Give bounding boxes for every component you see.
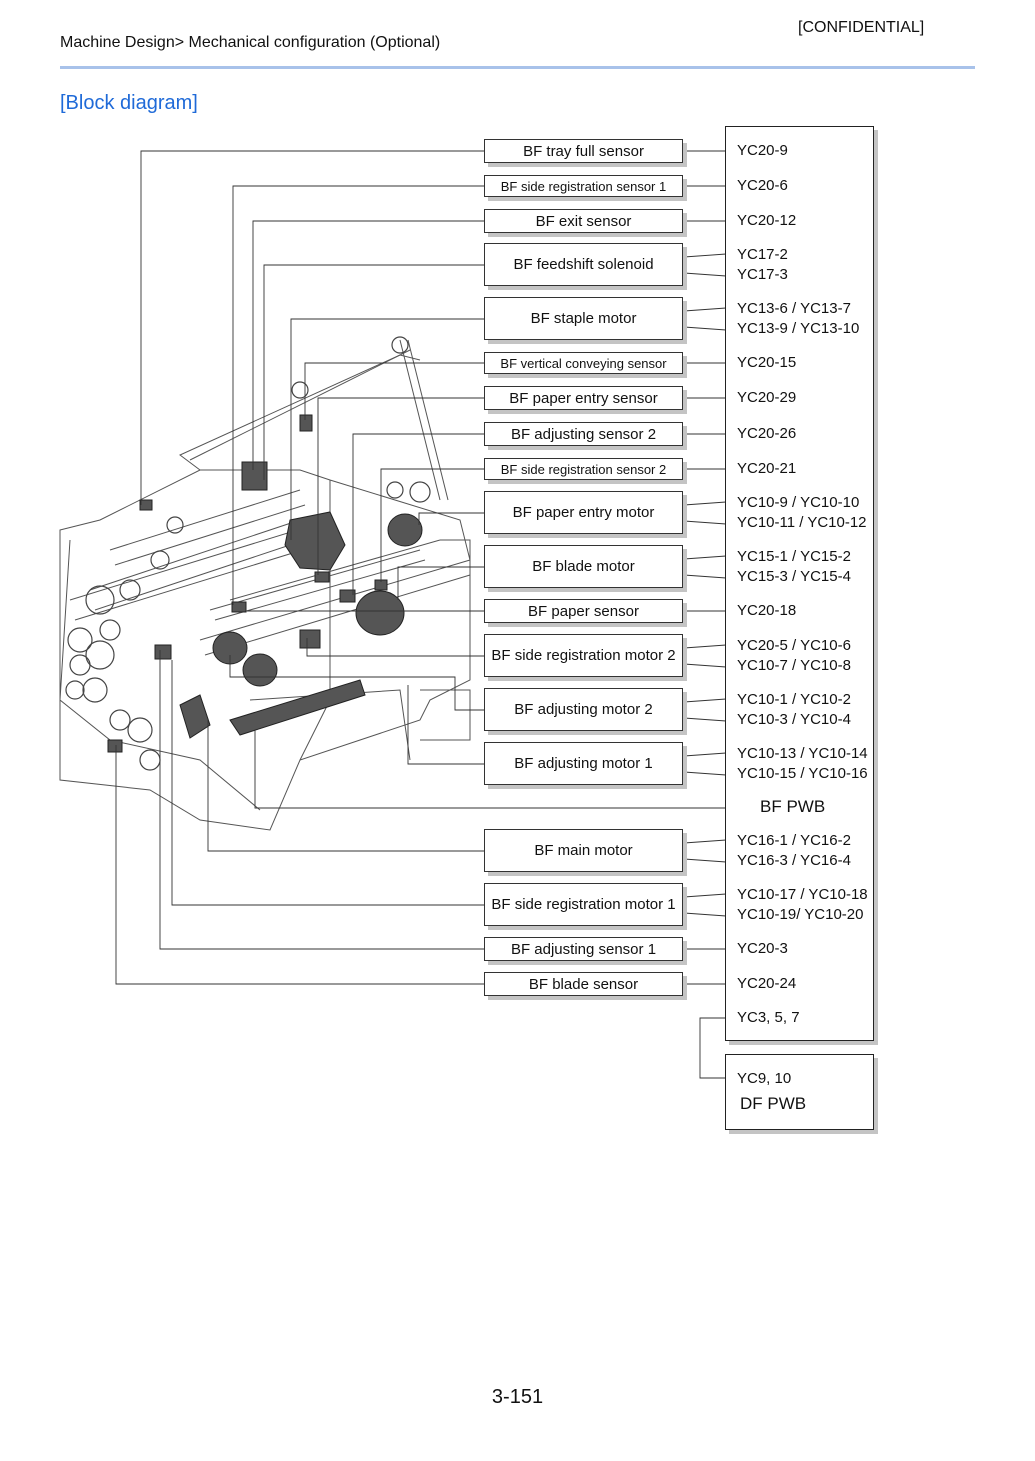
bf-pwb-board [725, 126, 874, 1041]
connector-yc20-3: YC20-3 [737, 940, 788, 957]
connector-yc20-5: YC20-5 / YC10-6 [737, 637, 851, 654]
header-divider [60, 66, 975, 69]
bf-pwb-label: BF PWB [760, 797, 826, 816]
connector-yc10-1: YC10-1 / YC10-2 [737, 691, 851, 708]
label-bf-main-motor: BF main motor [484, 829, 683, 872]
connector-yc10-19: YC10-19/ YC10-20 [737, 906, 864, 923]
df-pwb-board [725, 1054, 874, 1130]
label-bf-staple-motor: BF staple motor [484, 297, 683, 340]
connector-yc10-15: YC10-15 / YC10-16 [737, 765, 868, 782]
connector-yc10-17: YC10-17 / YC10-18 [737, 886, 868, 903]
connector-yc10-11: YC10-11 / YC10-12 [737, 514, 867, 531]
label-bf-paper-sensor: BF paper sensor [484, 599, 683, 623]
connector-yc15-3: YC15-3 / YC15-4 [737, 568, 851, 585]
label-bf-paper-entry-motor: BF paper entry motor [484, 491, 683, 534]
page-number: 3-151 [491, 1386, 544, 1408]
connector-yc20-15: YC20-15 [737, 354, 797, 371]
connector-yc16-1: YC16-1 / YC16-2 [737, 832, 851, 849]
connector-yc10-7: YC10-7 / YC10-8 [737, 657, 851, 674]
df-pwb-label: DF PWB [740, 1094, 807, 1113]
label-bf-tray-full-sensor: BF tray full sensor [484, 139, 683, 163]
connector-yc17-2: YC17-2 [737, 246, 788, 263]
connector-yc20-18: YC20-18 [737, 602, 797, 619]
connector-yc20-24: YC20-24 [737, 975, 797, 992]
label-bf-exit-sensor: BF exit sensor [484, 209, 683, 233]
label-bf-side-registration-sensor-2: BF side registration sensor 2 [484, 458, 683, 480]
connector-yc16-3: YC16-3 / YC16-4 [737, 852, 851, 869]
connector-yc20-12: YC20-12 [737, 212, 797, 229]
label-bf-side-registration-motor-2: BF side registration motor 2 [484, 634, 683, 677]
label-bf-adjusting-sensor-1: BF adjusting sensor 1 [484, 937, 683, 961]
confidential-label: [CONFIDENTIAL] [798, 19, 925, 36]
label-bf-side-registration-motor-1: BF side registration motor 1 [484, 883, 683, 926]
connector-yc15-1: YC15-1 / YC15-2 [737, 548, 851, 565]
connector-yc20-29: YC20-29 [737, 389, 797, 406]
connector-yc17-3: YC17-3 [737, 266, 788, 283]
label-bf-side-registration-sensor-1: BF side registration sensor 1 [484, 175, 683, 197]
connector-yc10-9: YC10-9 / YC10-10 [737, 494, 860, 511]
connector-yc3-5-7: YC3, 5, 7 [737, 1009, 800, 1026]
connector-yc13-6: YC13-6 / YC13-7 [737, 300, 851, 317]
label-bf-blade-sensor: BF blade sensor [484, 972, 683, 996]
label-bf-paper-entry-sensor: BF paper entry sensor [484, 386, 683, 410]
connector-yc20-26: YC20-26 [737, 425, 797, 442]
connector-yc20-21: YC20-21 [737, 460, 797, 477]
label-bf-blade-motor: BF blade motor [484, 545, 683, 588]
label-bf-adjusting-sensor-2: BF adjusting sensor 2 [484, 422, 683, 446]
label-bf-feedshift-solenoid: BF feedshift solenoid [484, 243, 683, 286]
connector-yc20-6: YC20-6 [737, 177, 788, 194]
connector-yc20-9: YC20-9 [737, 142, 788, 159]
breadcrumb: Machine Design> Mechanical configuration… [60, 34, 441, 51]
label-bf-vertical-conveying-sensor: BF vertical conveying sensor [484, 352, 683, 374]
section-title: [Block diagram] [60, 92, 198, 114]
label-bf-adjusting-motor-1: BF adjusting motor 1 [484, 742, 683, 785]
connector-yc13-9: YC13-9 / YC13-10 [737, 320, 860, 337]
connector-yc10-13: YC10-13 / YC10-14 [737, 745, 868, 762]
connector-yc9-10: YC9, 10 [737, 1070, 792, 1087]
label-bf-adjusting-motor-2: BF adjusting motor 2 [484, 688, 683, 731]
connector-yc10-3: YC10-3 / YC10-4 [737, 711, 851, 728]
